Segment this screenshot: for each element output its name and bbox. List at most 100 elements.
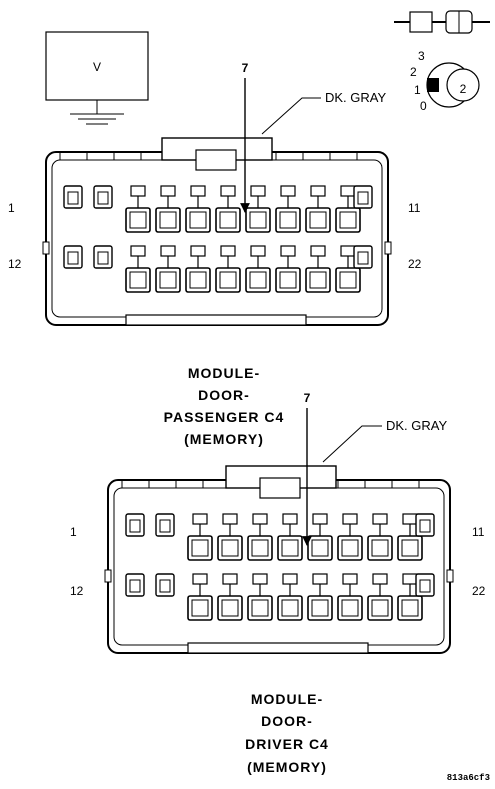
small-pin-terminal — [159, 519, 171, 533]
large-pin-cavity — [307, 595, 333, 621]
reference-code: 813a6cf3 — [447, 773, 490, 783]
large-pin-cavity — [277, 595, 303, 621]
large-pin-cavity — [367, 595, 393, 621]
large-pin-terminal — [341, 539, 359, 557]
large-pin-cavity — [185, 207, 211, 233]
large-pin-terminal — [251, 599, 269, 617]
large-pin-cavity — [187, 595, 213, 621]
pin-lock-tab — [372, 513, 388, 525]
pin-lock-tab — [342, 573, 358, 585]
large-pin-terminal — [159, 211, 177, 229]
large-pin-terminal — [219, 271, 237, 289]
pin-lock-tab — [340, 245, 356, 257]
pin-lock-tab — [250, 185, 266, 197]
wire-color-label: DK. GRAY — [386, 418, 447, 433]
large-pin-terminal — [249, 271, 267, 289]
key-symbol: 2 — [460, 82, 467, 96]
small-pin-cavity — [63, 185, 83, 209]
latch-tab — [195, 149, 237, 171]
pin-lock-tab — [402, 513, 418, 525]
side-notch-left — [42, 241, 50, 255]
side-notch-right — [384, 241, 392, 255]
small-pin-terminal — [357, 191, 369, 205]
large-pin-terminal — [221, 539, 239, 557]
large-pin-terminal — [189, 271, 207, 289]
large-pin-cavity — [155, 267, 181, 293]
pin-lock-tab — [250, 245, 266, 257]
large-pin-terminal — [281, 599, 299, 617]
small-pin-terminal — [97, 251, 109, 265]
driver-title-line-1: MODULE- — [251, 691, 323, 707]
large-pin-terminal — [401, 539, 419, 557]
large-pin-cavity — [275, 207, 301, 233]
key-mark-1: 1 — [414, 83, 421, 97]
pin-lock-tab — [342, 513, 358, 525]
pin-lock-tab — [190, 185, 206, 197]
key-mark-0: 0 — [420, 99, 427, 113]
large-pin-terminal — [129, 211, 147, 229]
color-leader-line — [322, 425, 382, 463]
small-pin-terminal — [419, 519, 431, 533]
pin-lock-tab — [222, 513, 238, 525]
small-pin-cavity — [125, 513, 145, 537]
small-pin-terminal — [97, 191, 109, 205]
large-pin-cavity — [397, 535, 423, 561]
position-key-icon: 3 2 1 0 2 — [410, 49, 480, 113]
large-pin-terminal — [191, 599, 209, 617]
pin-lock-tab — [282, 513, 298, 525]
pin-number-left-top: 1 — [70, 525, 77, 539]
large-pin-cavity — [367, 535, 393, 561]
pin-lock-tab — [192, 573, 208, 585]
side-notch-left — [104, 569, 112, 583]
large-pin-cavity — [185, 267, 211, 293]
large-pin-cavity — [247, 535, 273, 561]
large-pin-cavity — [215, 267, 241, 293]
large-pin-terminal — [129, 271, 147, 289]
passenger-title-line-3: PASSENGER C4 — [164, 409, 285, 425]
large-pin-terminal — [279, 211, 297, 229]
large-pin-cavity — [245, 207, 271, 233]
pin-lock-tab — [130, 245, 146, 257]
pin-callout-label: 7 — [304, 391, 311, 405]
passenger-title: MODULE- DOOR- PASSENGER C4 (MEMORY) — [164, 365, 285, 447]
pin-number-right-bottom: 22 — [408, 257, 422, 271]
key-mark-2: 2 — [410, 65, 417, 79]
large-pin-terminal — [311, 539, 329, 557]
terminal-key-icon — [394, 10, 490, 34]
pin-lock-tab — [160, 185, 176, 197]
large-pin-terminal — [249, 211, 267, 229]
small-pin-cavity — [93, 245, 113, 269]
pin-lock-tab — [310, 185, 326, 197]
pin-number-right-top: 11 — [408, 201, 421, 215]
large-pin-terminal — [189, 211, 207, 229]
connector-housing — [107, 479, 451, 654]
pin-number-left-top: 1 — [8, 201, 15, 215]
small-pin-terminal — [67, 191, 79, 205]
small-pin-cavity — [415, 573, 435, 597]
large-pin-cavity — [247, 595, 273, 621]
color-leader-line — [261, 97, 321, 135]
driver-title-line-2: DOOR- — [261, 713, 313, 729]
key-mark-3: 3 — [418, 49, 425, 63]
pin-lock-tab — [190, 245, 206, 257]
large-pin-cavity — [217, 595, 243, 621]
wire-color-label: DK. GRAY — [325, 90, 386, 105]
small-pin-cavity — [63, 245, 83, 269]
large-pin-terminal — [371, 539, 389, 557]
small-pin-cavity — [125, 573, 145, 597]
latch-tab — [259, 477, 301, 499]
small-pin-cavity — [415, 513, 435, 537]
large-pin-cavity — [397, 595, 423, 621]
large-pin-cavity — [337, 595, 363, 621]
small-pin-cavity — [155, 573, 175, 597]
driver-title-line-4: (MEMORY) — [247, 759, 327, 775]
large-pin-cavity — [307, 535, 333, 561]
large-pin-terminal — [339, 271, 357, 289]
pin-lock-tab — [220, 245, 236, 257]
large-pin-cavity — [125, 267, 151, 293]
small-pin-terminal — [129, 519, 141, 533]
small-pin-terminal — [129, 579, 141, 593]
pin-lock-tab — [192, 513, 208, 525]
side-notch-right — [446, 569, 454, 583]
connector-housing — [45, 151, 389, 326]
